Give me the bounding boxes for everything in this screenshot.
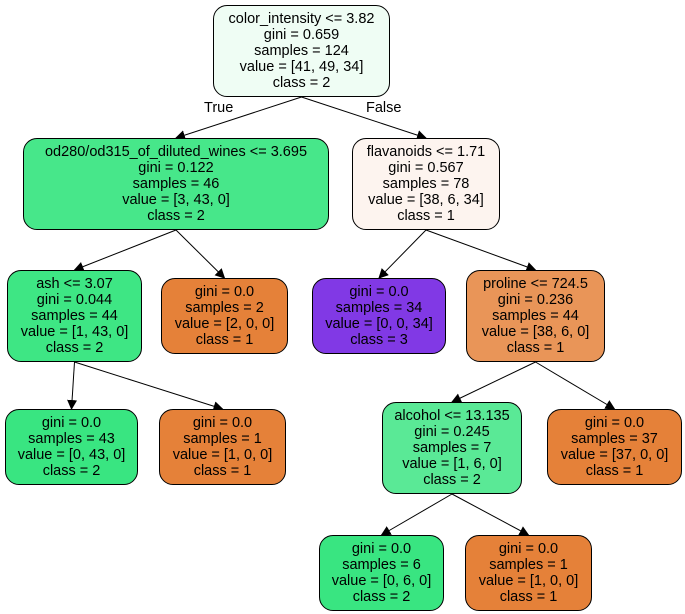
node-class: class = 1	[193, 463, 252, 479]
tree-edge-n6-n10	[535, 361, 616, 410]
tree-node-leaf-class-1: gini = 0.0 samples = 1 value = [1, 0, 0]…	[159, 409, 286, 485]
node-split: proline <= 724.5	[483, 276, 588, 292]
node-value: value = [37, 0, 0]	[560, 447, 669, 463]
node-gini: gini = 0.567	[388, 160, 464, 176]
tree-edge-n0-n1	[175, 96, 302, 140]
tree-edge-n3-n7	[67, 361, 78, 410]
tree-node-od280: od280/od315_of_diluted_wines <= 3.695 gi…	[23, 138, 329, 230]
node-value: value = [0, 6, 0]	[331, 573, 432, 589]
tree-node-leaf-class-1: gini = 0.0 samples = 1 value = [1, 0, 0]…	[465, 535, 592, 611]
node-split: ash <= 3.07	[36, 276, 113, 292]
tree-edge-n2-n5	[378, 229, 427, 279]
node-class: class = 1	[397, 208, 455, 224]
tree-edge-n9-n12	[451, 493, 530, 536]
node-samples: samples = 2	[185, 300, 264, 316]
node-value: value = [1, 6, 0]	[402, 456, 502, 472]
node-samples: samples = 6	[342, 557, 421, 573]
tree-node-ash: ash <= 3.07 gini = 0.044 samples = 44 va…	[7, 270, 142, 362]
node-samples: samples = 37	[571, 431, 658, 447]
node-gini: gini = 0.0	[349, 284, 409, 300]
node-class: class = 2	[147, 208, 205, 224]
tree-edge-n3-n8	[74, 361, 224, 412]
node-samples: samples = 46	[132, 176, 220, 192]
node-value: value = [0, 0, 34]	[325, 316, 433, 332]
tree-edge-n1-n4	[175, 229, 226, 279]
tree-node-proline: proline <= 724.5 gini = 0.236 samples = …	[466, 270, 605, 362]
tree-node-leaf-class-1: gini = 0.0 samples = 2 value = [2, 0, 0]…	[161, 278, 288, 354]
node-gini: gini = 0.0	[351, 541, 412, 557]
node-class: class = 1	[585, 463, 644, 479]
edge-label-true: True	[204, 100, 234, 116]
tree-node-root: color_intensity <= 3.82 gini = 0.659 sam…	[213, 5, 390, 97]
node-value: value = [2, 0, 0]	[174, 316, 275, 332]
node-value: value = [38, 6, 0]	[481, 324, 590, 340]
node-class: class = 2	[42, 463, 101, 479]
node-class: class = 3	[350, 332, 408, 348]
tree-node-leaf-class-2: gini = 0.0 samples = 6 value = [0, 6, 0]…	[319, 535, 444, 611]
tree-node-alcohol: alcohol <= 13.135 gini = 0.245 samples =…	[382, 402, 522, 494]
tree-edge-n2-n6	[425, 229, 537, 272]
node-gini: gini = 0.659	[263, 27, 340, 43]
node-gini: gini = 0.245	[414, 424, 490, 440]
tree-node-leaf-class-3: gini = 0.0 samples = 34 value = [0, 0, 3…	[312, 278, 446, 354]
node-split: flavanoids <= 1.71	[366, 144, 486, 160]
tree-edge-n0-n2	[301, 96, 427, 140]
node-samples: samples = 1	[183, 431, 262, 447]
node-split: od280/od315_of_diluted_wines <= 3.695	[44, 144, 308, 160]
tree-node-leaf-class-2: gini = 0.0 samples = 43 value = [0, 43, …	[5, 409, 138, 485]
node-gini: gini = 0.0	[584, 415, 645, 431]
node-gini: gini = 0.236	[497, 292, 574, 308]
node-split: alcohol <= 13.135	[394, 408, 510, 424]
node-class: class = 2	[352, 589, 411, 605]
tree-edge-n1-n3	[73, 229, 177, 272]
edge-label-false: False	[366, 100, 402, 116]
node-split: color_intensity <= 3.82	[228, 11, 375, 27]
node-value: value = [38, 6, 34]	[368, 192, 484, 208]
node-samples: samples = 7	[412, 440, 492, 456]
node-class: class = 1	[506, 340, 565, 356]
tree-node-leaf-class-1: gini = 0.0 samples = 37 value = [37, 0, …	[547, 409, 682, 485]
node-samples: samples = 43	[28, 431, 115, 447]
node-value: value = [3, 43, 0]	[122, 192, 230, 208]
node-class: class = 2	[272, 75, 331, 91]
node-value: value = [0, 43, 0]	[17, 447, 126, 463]
node-value: value = [1, 0, 0]	[172, 447, 273, 463]
node-class: class = 1	[195, 332, 254, 348]
node-samples: samples = 1	[489, 557, 568, 573]
node-samples: samples = 124	[254, 43, 349, 59]
node-class: class = 1	[499, 589, 558, 605]
node-gini: gini = 0.044	[36, 292, 113, 308]
node-gini: gini = 0.0	[41, 415, 102, 431]
tree-edge-n9-n11	[380, 493, 453, 536]
node-value: value = [41, 49, 34]	[239, 59, 364, 75]
node-gini: gini = 0.0	[498, 541, 559, 557]
node-value: value = [1, 43, 0]	[20, 324, 129, 340]
node-samples: samples = 44	[31, 308, 118, 324]
node-samples: samples = 78	[382, 176, 470, 192]
tree-node-flavanoids: flavanoids <= 1.71 gini = 0.567 samples …	[352, 138, 500, 230]
tree-edge-n6-n9	[451, 361, 536, 403]
node-gini: gini = 0.0	[194, 284, 255, 300]
node-samples: samples = 44	[492, 308, 579, 324]
node-class: class = 2	[45, 340, 104, 356]
node-class: class = 2	[423, 472, 481, 488]
node-samples: samples = 34	[335, 300, 423, 316]
node-gini: gini = 0.0	[192, 415, 253, 431]
node-gini: gini = 0.122	[138, 160, 214, 176]
node-value: value = [1, 0, 0]	[478, 573, 579, 589]
